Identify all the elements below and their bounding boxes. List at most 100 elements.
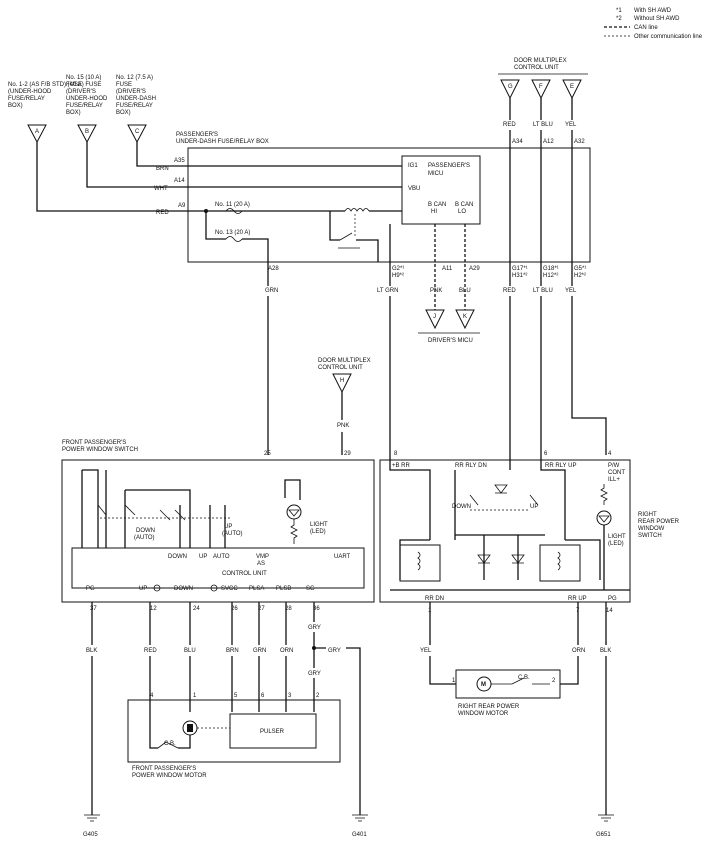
- fpws-led-diode: [288, 509, 300, 517]
- fpwm-pulser-box: [229, 713, 317, 749]
- fuse-13-symbol: [225, 236, 243, 242]
- pin-g2: G2*¹: [392, 266, 404, 272]
- wire-grn-low: GRN: [253, 648, 266, 654]
- dmcu-pin-g: G: [508, 84, 513, 90]
- rrpws-pw2: CONT: [608, 470, 625, 476]
- wire-orn-low: ORN: [280, 648, 293, 654]
- rrpws-top-wires: [389, 455, 566, 540]
- passenger-under-dash-box: PASSENGER'S UNDER-DASH FUSE/RELAY BOX: [176, 132, 591, 263]
- legend-text-2: Without SH AWD: [634, 16, 680, 22]
- rrpwm-title1: RIGHT REAR POWER: [458, 704, 520, 710]
- fpws-pin-28: 28: [285, 606, 292, 612]
- fpwm-pin-4: 4: [150, 693, 154, 699]
- pin-a11: A11: [442, 266, 453, 272]
- cu-up-label: UP: [199, 554, 207, 560]
- cu-svcc-label: SVCC: [221, 586, 238, 592]
- wire-blk-rear: BLK: [600, 648, 611, 654]
- pin-a34: A34: [512, 139, 523, 145]
- wire-ltblu-top: LT BLU: [533, 122, 553, 128]
- ground-g405: G405: [83, 832, 98, 838]
- pin-a32: A32: [574, 139, 585, 145]
- pin-a9: A9: [178, 203, 186, 209]
- rrpws-pw1: P/W: [608, 463, 620, 469]
- cu-as-label: AS: [257, 561, 265, 567]
- fuse-13-label: No. 13 (20 A): [215, 230, 250, 236]
- pin-g18: G18*¹: [543, 266, 559, 272]
- fpws-pin-37: 37: [90, 606, 97, 612]
- relay-out-wire: [356, 239, 379, 262]
- rrpws-relay-wires: [399, 539, 601, 580]
- front-passenger-window-motor: 4 1 5 6 3 2 C.B. PULSER FRONT PASSENGER'…: [127, 693, 341, 779]
- dmcu-pin-f: F: [539, 84, 543, 90]
- fpwm-cb-blade: [157, 741, 179, 749]
- driver-micu-terminal-j: [425, 309, 445, 330]
- driver-micu-terminal-k: [455, 309, 475, 330]
- fpwm-pulser-label: PULSER: [260, 729, 285, 735]
- fuse-pin-a: A: [35, 129, 39, 135]
- micu-bcan-lo1: B CAN: [455, 202, 473, 208]
- fuse-12b-line3: (DRIVER'S: [116, 89, 146, 95]
- fpwm-title1: FRONT PASSENGER'S: [132, 766, 196, 772]
- fuse-12b-line1: No. 12 (7.5 A): [116, 75, 153, 81]
- rrpws-led: [596, 510, 612, 526]
- rrpws-light-led: (LED): [608, 541, 624, 547]
- fpws-up: UP: [224, 524, 232, 530]
- wire-red-low: RED: [144, 648, 157, 654]
- wire-red-top: RED: [503, 122, 516, 128]
- rrpws-rrdn-bot: RR DN: [425, 596, 444, 602]
- fpws-down: DOWN: [136, 528, 155, 534]
- fpws-title2: POWER WINDOW SWITCH: [62, 447, 138, 453]
- gry-junction: [312, 646, 316, 650]
- fpws-down-auto: (AUTO): [134, 535, 155, 541]
- fpwm-motor-core: [187, 724, 193, 732]
- dmcu-top-line2: CONTROL UNIT: [514, 65, 559, 71]
- fpws-blade-1: [97, 504, 107, 516]
- wire-gry-3: GRY: [308, 671, 321, 677]
- rrpws-title4: SWITCH: [638, 533, 662, 539]
- fpws-control-unit: [71, 547, 365, 589]
- pin-h9: H9*²: [392, 273, 404, 279]
- door-multiplex-mid: DOOR MULTIPLEX CONTROL UNIT H PNK: [318, 358, 371, 455]
- wire-pnk-mid: PNK: [337, 423, 349, 429]
- dmcu-mid-line2: CONTROL UNIT: [318, 365, 363, 371]
- rrpws-relay-dn: [399, 544, 441, 582]
- rrpwm-m: M: [481, 682, 486, 688]
- ground-g651: G651: [596, 832, 611, 838]
- fpws-wire-right: [179, 505, 226, 548]
- cu-up2-label: UP: [139, 586, 147, 592]
- fuse-15-line2: FUSE: [66, 82, 82, 88]
- rrpws-relay-up-coil: [557, 551, 561, 571]
- fuse-15-line6: BOX): [66, 110, 81, 116]
- fpwm-motor-wire: [178, 735, 191, 749]
- fpws-resistor: [290, 519, 298, 544]
- wire-red-a9: RED: [156, 210, 169, 216]
- micu-ig1: IG1: [408, 163, 418, 169]
- fuse-terminals: A B C: [27, 124, 147, 144]
- fpws-wire-left: [81, 469, 99, 548]
- relay-switch-wire: [329, 211, 340, 241]
- fuse-terminal-c: [127, 124, 147, 144]
- fuse-15-line4: UNDER-HOOD: [66, 96, 108, 102]
- pin-a35: A35: [174, 158, 185, 164]
- rrpws-diode-wires: [455, 534, 545, 580]
- rrpws-title2: REAR POWER: [638, 519, 680, 525]
- rrpws-pin-4: 4: [608, 451, 612, 457]
- dmcu-mid-pin-h: H: [340, 378, 344, 384]
- fpws-title1: FRONT PASSENGER'S: [62, 440, 126, 446]
- fuse-11-label: No. 11 (20 A): [215, 202, 250, 208]
- relay-coil: [344, 208, 370, 212]
- fuse-terminal-a: [27, 124, 47, 144]
- wire-brn-path: [136, 142, 402, 167]
- cu-pg-label: PG: [86, 586, 95, 592]
- wire-red-mid: RED: [503, 288, 516, 294]
- pin-h2: H2*²: [574, 273, 586, 279]
- wire-pnk-can: PNK: [430, 288, 442, 294]
- rrpws-relay-up: [539, 544, 581, 582]
- fpws-pin-29: 29: [344, 451, 351, 457]
- right-rear-window-motor: 1 2 M C.B. RIGHT REAR POWER WINDOW MOTOR: [452, 669, 561, 717]
- pin-h31: H31*²: [512, 273, 527, 279]
- fuse-12b-line5: FUSE/RELAY: [116, 103, 153, 109]
- door-multiplex-top: DOOR MULTIPLEX CONTROL UNIT G F E: [498, 58, 588, 100]
- rrpws-rrup-bot: RR UP: [568, 596, 587, 602]
- fpwm-pin-1: 1: [193, 693, 197, 699]
